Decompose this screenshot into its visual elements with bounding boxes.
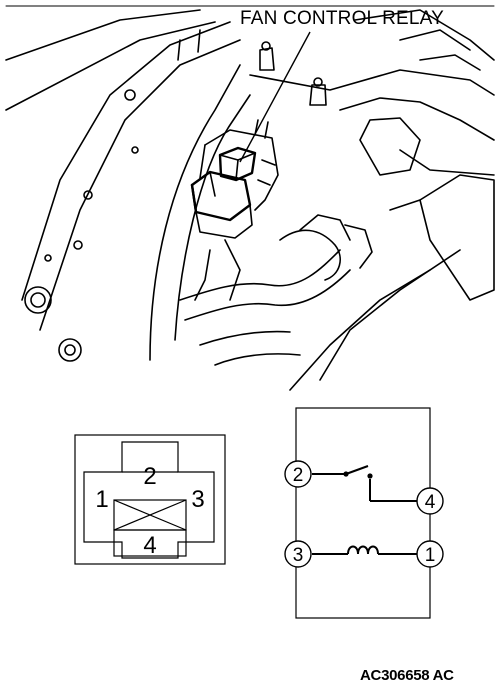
engine-bay-illustration	[5, 5, 495, 391]
terminal-4-label: 4	[425, 492, 436, 513]
connector-pin-1: 1	[95, 486, 108, 513]
figure-reference-id: AC306658 AC	[360, 667, 454, 684]
terminal-4-circle	[416, 487, 444, 515]
connector-pin-2: 2	[143, 463, 156, 490]
terminal-1-circle	[416, 540, 444, 568]
terminal-2-label: 2	[293, 465, 304, 486]
connector-pin-3: 3	[191, 486, 204, 513]
terminal-3-label: 3	[293, 545, 304, 566]
terminal-3-circle	[284, 540, 312, 568]
connector-pin-diagram: 2 1 3 4	[74, 434, 226, 565]
terminal-2-circle	[284, 460, 312, 488]
connector-pin-4: 4	[143, 532, 156, 559]
terminal-1-label: 1	[425, 545, 436, 566]
relay-schematic: 2 4 3 1	[280, 404, 450, 620]
fan-control-relay-label: FAN CONTROL RELAY	[240, 8, 444, 29]
